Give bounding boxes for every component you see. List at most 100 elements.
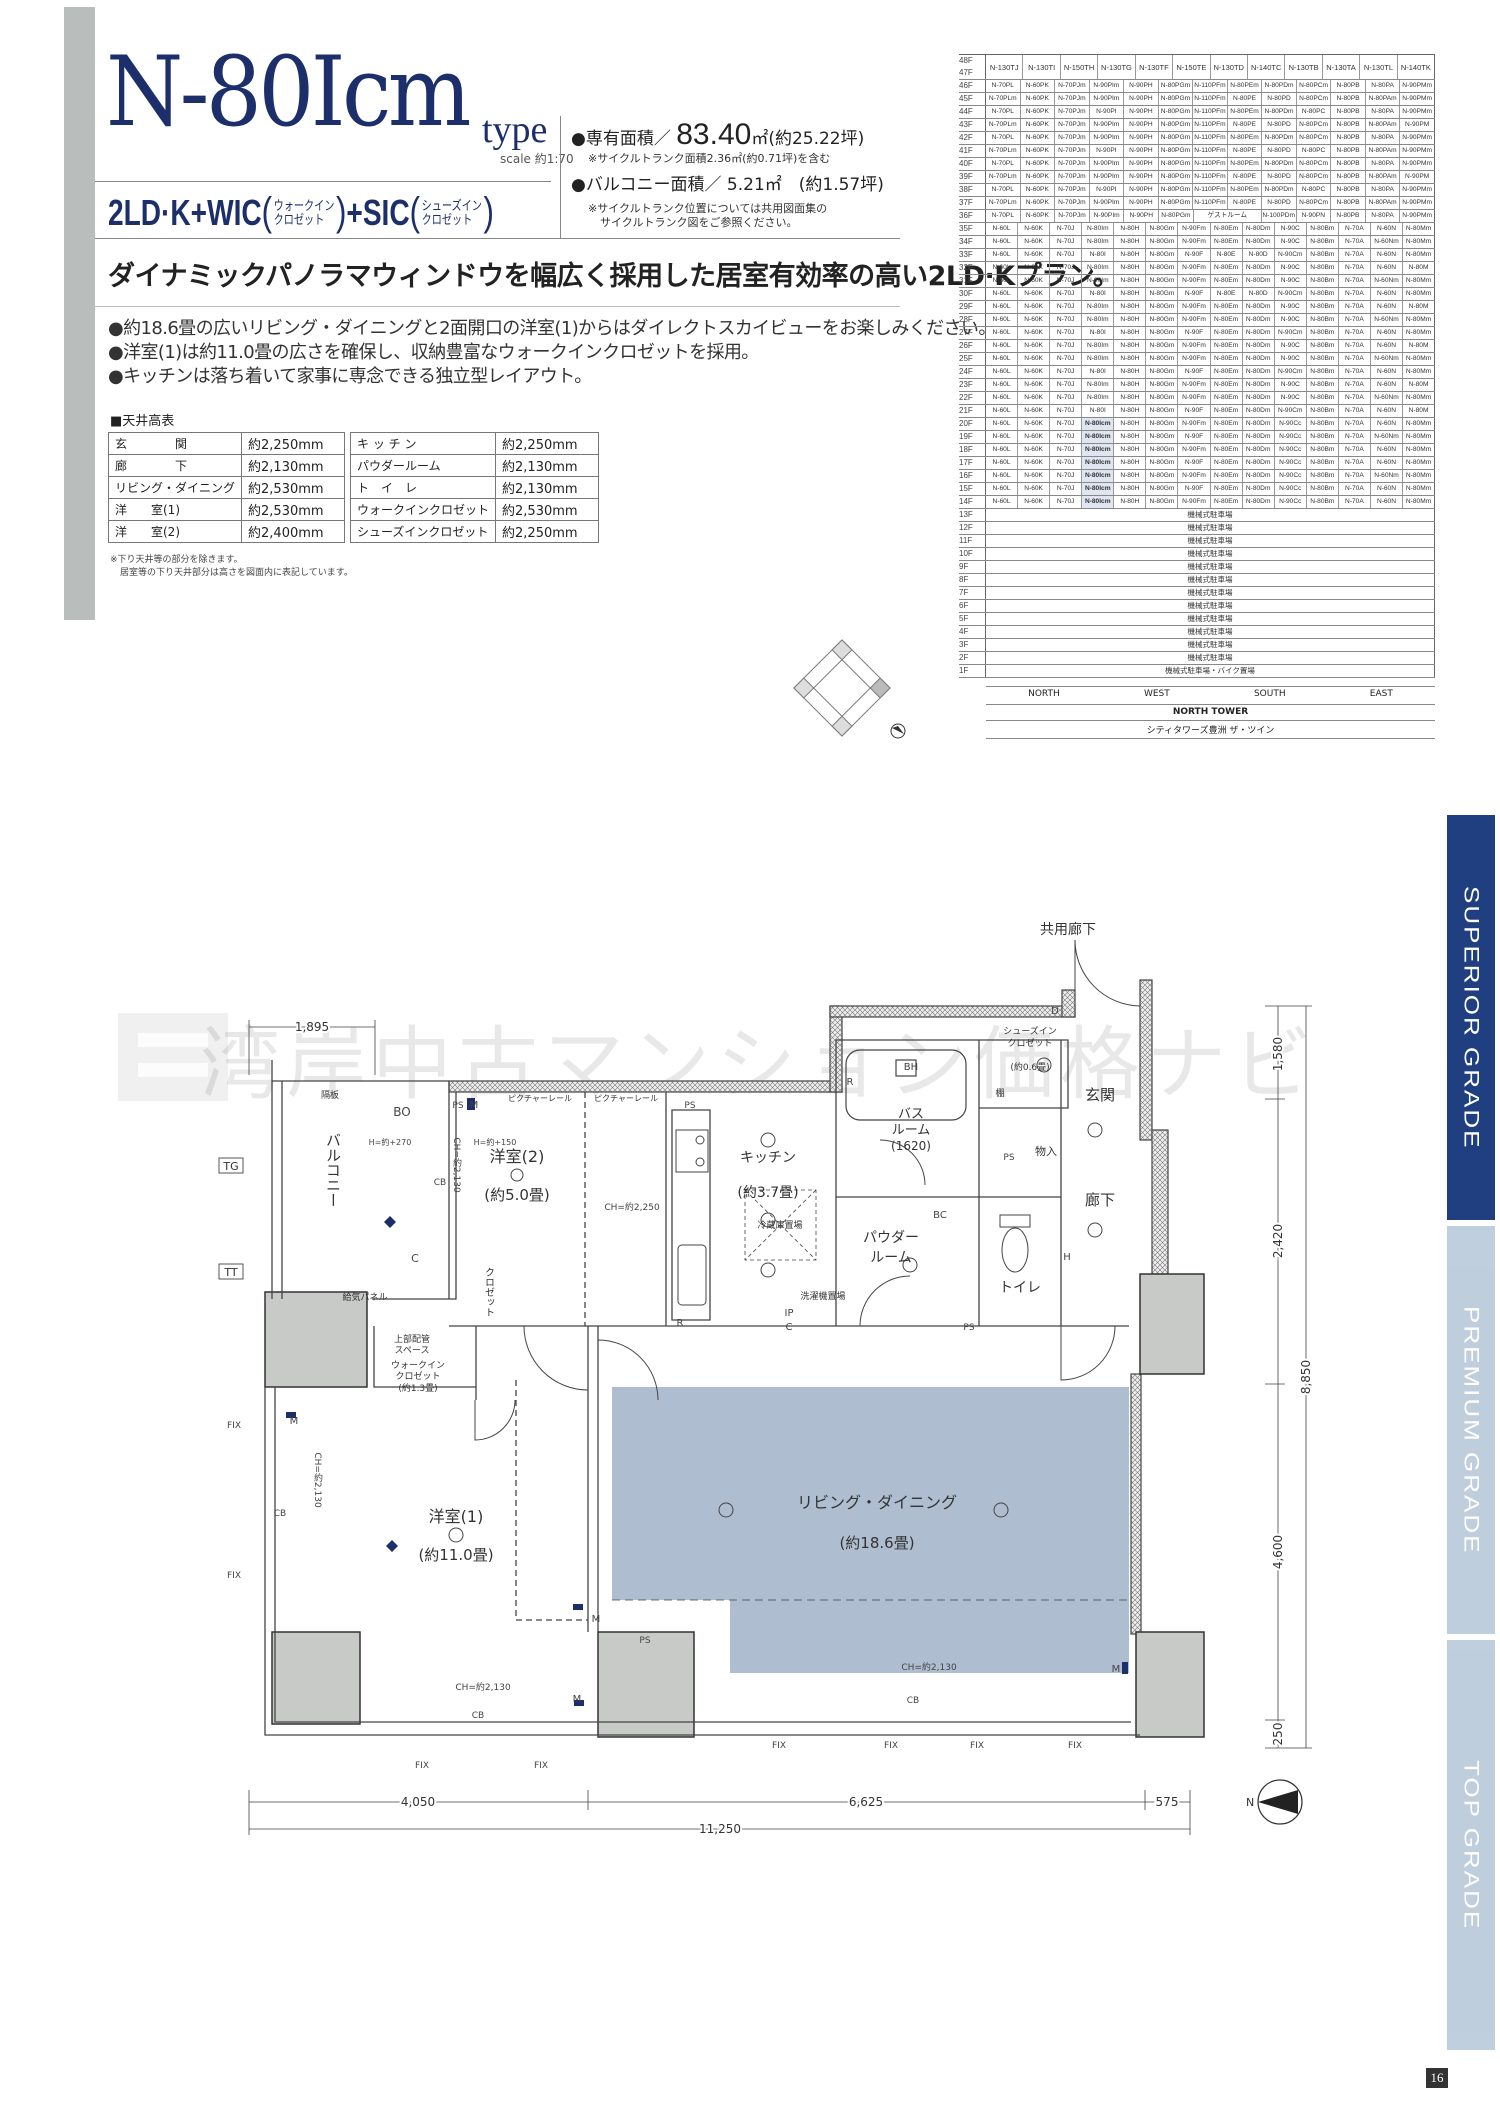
ceiling-height-label: CH=約2,250: [604, 1201, 660, 1213]
floor-label: 33F: [959, 250, 973, 259]
unit-cell: N-80PGm: [1159, 197, 1194, 209]
unit-cell: N-80Gm: [1146, 288, 1179, 300]
unit-cell: N-80H: [1114, 314, 1147, 326]
unit-cell: N-90Fm: [1178, 301, 1211, 313]
unit-cell: N-80Gm: [1146, 366, 1179, 378]
unit-cell: N-80PB: [1331, 80, 1366, 92]
unit-cell: N-80Bm: [1307, 262, 1339, 274]
unit-cell: N-90PH: [1124, 210, 1160, 222]
watermark-text: 湾岸中古マンション価格ナビ: [200, 1018, 1318, 1111]
unit-cell: N-80Gm: [1146, 405, 1179, 417]
parking-cell: 機械式駐車場: [1187, 510, 1233, 519]
unit-cell: N-80Bm: [1307, 392, 1339, 404]
unit-cell: N-60PK: [1021, 106, 1056, 118]
unit-cell: N-80Em: [1211, 314, 1243, 326]
direction-label: SOUTH: [1253, 689, 1286, 699]
unit-cell: N-80Dm: [1243, 301, 1275, 313]
area-value: 83.40: [676, 118, 752, 151]
unit-cell: N-60N: [1371, 340, 1404, 352]
ceiling-table-title: ■天井高表: [110, 414, 175, 429]
unit-cell: N-80Mm: [1405, 433, 1432, 440]
unit-cell: N-90F: [1178, 431, 1211, 443]
wic-label-2: クロゼット: [395, 1370, 440, 1382]
unit-cell: N-130TI: [1023, 55, 1061, 79]
unit-cell: N-90PI: [1090, 145, 1125, 157]
unit-cell: N-90C: [1275, 392, 1307, 404]
unit-cell: N-80Gm: [1146, 496, 1179, 508]
unit-cell: N-80Bm: [1307, 470, 1339, 482]
wic-line2: クロゼット: [273, 211, 325, 227]
divider: [560, 116, 561, 238]
fix-label: FIX: [534, 1761, 548, 1771]
unit-cell: N-90PI: [1090, 184, 1125, 196]
unit-cell: N-80PCm: [1297, 197, 1332, 209]
unit-cell: N-80Im: [1082, 236, 1115, 248]
unit-cell: N-80Dm: [1243, 444, 1275, 456]
unit-cell: N-80PAm: [1366, 119, 1401, 131]
unit-cell: N-80H: [1114, 223, 1147, 235]
unit-cell: N-90PIm: [1090, 93, 1125, 105]
unit-cell: N-60L: [986, 496, 1019, 508]
unit-cell: N-80Mm: [1405, 446, 1432, 453]
unit-cell: N-80Icm: [1082, 496, 1115, 508]
toilet-label: トイレ: [999, 1280, 1041, 1296]
shelf-label: 棚: [995, 1087, 1004, 1099]
unit-cell: N-90PMm: [1402, 134, 1432, 141]
unit-cell: N-60L: [986, 262, 1019, 274]
fix-label: FIX: [1068, 1741, 1082, 1751]
western1-label: 洋室(1): [429, 1507, 484, 1526]
unit-cell: N-60L: [986, 327, 1019, 339]
unit-cell: N-80Bm: [1307, 249, 1339, 261]
floor-label: 29F: [959, 302, 973, 311]
tab-top-grade[interactable]: TOP GRADE: [1447, 1640, 1495, 2050]
unit-cell: N-80PB: [1331, 132, 1366, 144]
floor-label: 4F: [959, 627, 969, 636]
unit-cell: N-80Bm: [1307, 418, 1339, 430]
unit-cell: N-80PB: [1331, 184, 1366, 196]
balcony-note: サイクルトランク図をご参照ください。: [600, 216, 798, 229]
unit-cell: N-70A: [1339, 223, 1371, 235]
unit-cell: N-80Bm: [1307, 288, 1339, 300]
unit-cell: N-80Em: [1211, 444, 1243, 456]
building-name: シティタワーズ豊洲 ザ・ツイン: [986, 720, 1435, 739]
floor-label: 21F: [959, 406, 973, 415]
unit-cell: N-60L: [986, 301, 1019, 313]
headline: ダイナミックパノラマウィンドウを幅広く採用した居室有効率の高い2LD·Kプラン。: [108, 261, 1120, 292]
unit-cell: N-60N: [1371, 288, 1404, 300]
unit-cell: N-60K: [1018, 262, 1051, 274]
common-corridor-label: 共用廊下: [1040, 921, 1096, 938]
area-label: ●専有面積／: [571, 129, 671, 149]
unit-cell: N-80PA: [1366, 80, 1401, 92]
unit-cell: N-70J: [1050, 275, 1083, 287]
powder-label: パウダー: [863, 1230, 919, 1246]
floor-label: 8F: [959, 575, 969, 584]
unit-cell: N-80M: [1408, 407, 1429, 414]
tab-premium-grade[interactable]: PREMIUM GRADE: [1447, 1226, 1495, 1634]
western1-size: (約11.0畳): [418, 1546, 493, 1564]
unit-cell: N-70PJm: [1055, 171, 1090, 183]
unit-cell: N-80PC: [1297, 106, 1332, 118]
unit-cell: N-90PH: [1124, 106, 1159, 118]
unit-cell: N-60L: [986, 470, 1019, 482]
tab-superior-grade[interactable]: SUPERIOR GRADE: [1447, 815, 1495, 1220]
unit-cell: N-80I: [1082, 249, 1115, 261]
unit-cell: N-90Cc: [1275, 418, 1307, 430]
unit-cell: N-90PH: [1124, 119, 1159, 131]
floor-label: 40F: [959, 159, 973, 168]
direction-label: EAST: [1369, 689, 1393, 699]
floor-label: 22F: [959, 393, 973, 402]
tab-label: PREMIUM GRADE: [1459, 1305, 1484, 1555]
unit-cell: N-80Gm: [1146, 483, 1179, 495]
unit-cell: N-90Fm: [1178, 223, 1211, 235]
unit-cell: N-70PLm: [986, 93, 1021, 105]
unit-cell: N-90C: [1275, 301, 1307, 313]
